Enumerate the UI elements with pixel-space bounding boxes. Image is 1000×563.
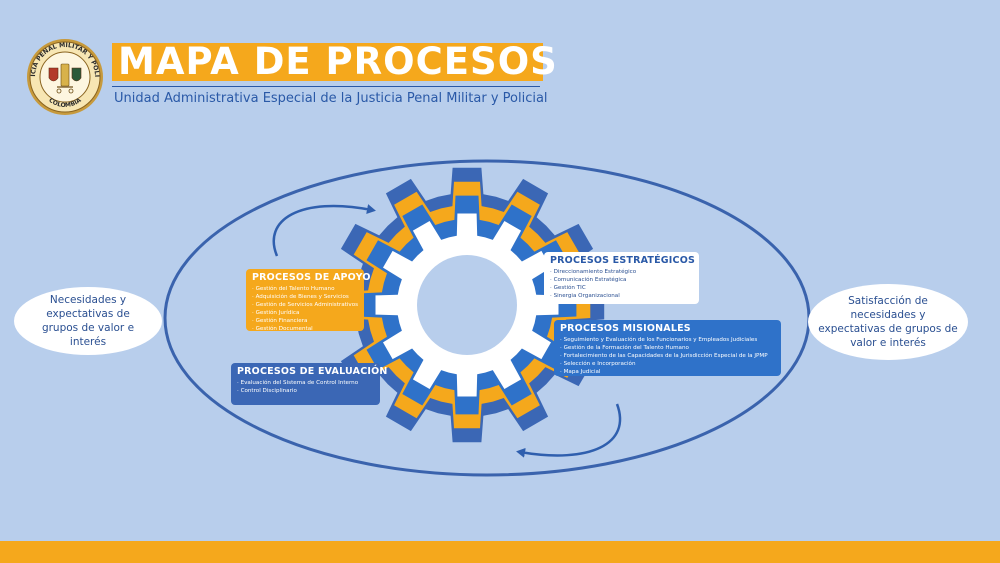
process-box-estrategicos: PROCESOS ESTRATÉGICOS Direccionamiento E… <box>544 252 699 304</box>
list-item: Gestión de Servicios Administrativos <box>252 301 358 309</box>
input-needs-oval: Necesidades y expectativas de grupos de … <box>14 287 162 355</box>
list-item: Control Disciplinario <box>237 387 374 395</box>
list-item: Mapa Judicial <box>560 368 775 376</box>
list-item: Gestión TIC <box>550 284 693 292</box>
output-satisfaction-oval: Satisfacción de necesidades y expectativ… <box>808 284 968 360</box>
process-box-apoyo: PROCESOS DE APOYO Gestión del Talento Hu… <box>246 269 371 333</box>
list-item: Fortalecimiento de las Capacidades de la… <box>560 352 775 360</box>
process-list-evaluacion: Evaluación del Sistema de Control Intern… <box>237 379 374 395</box>
list-item: Selección e Incorporación <box>560 360 775 368</box>
process-title-misionales: PROCESOS MISIONALES <box>560 323 691 334</box>
list-item: Gestión Documental <box>252 325 358 333</box>
output-satisfaction-text: Satisfacción de necesidades y expectativ… <box>818 295 958 349</box>
process-list-apoyo: Gestión del Talento Humano Adquisición d… <box>252 285 358 333</box>
gear-hub <box>417 255 517 355</box>
process-list-misionales: Seguimiento y Evaluación de los Funciona… <box>560 336 775 376</box>
title-divider <box>112 86 540 87</box>
cycle-arrow-bottom-icon <box>516 403 622 458</box>
list-item: Comunicación Estratégica <box>550 276 693 284</box>
list-item: Seguimiento y Evaluación de los Funciona… <box>560 336 775 344</box>
seal-logo: JUSTICIA PENAL MILITAR Y POLICIAL COLOMB… <box>26 38 103 115</box>
page-title: MAPA DE PROCESOS <box>118 40 558 83</box>
process-box-evaluacion: PROCESOS DE EVALUACIÓN Evaluación del Si… <box>231 363 388 405</box>
list-item: Adquisición de Bienes y Servicios <box>252 293 358 301</box>
list-item: Evaluación del Sistema de Control Intern… <box>237 379 374 387</box>
list-item: Gestión Jurídica <box>252 309 358 317</box>
list-item: Direccionamiento Estratégico <box>550 268 693 276</box>
footer-accent-bar <box>0 541 1000 563</box>
input-needs-text: Necesidades y expectativas de grupos de … <box>41 294 135 348</box>
list-item: Sinergia Organizacional <box>550 292 693 300</box>
process-list-estrategicos: Direccionamiento Estratégico Comunicació… <box>550 268 693 300</box>
cycle-arrow-top-icon <box>272 204 376 257</box>
page-subtitle: Unidad Administrativa Especial de la Jus… <box>114 91 548 106</box>
list-item: Gestión Financiera <box>252 317 358 325</box>
list-item: Gestión de la Formación del Talento Huma… <box>560 344 775 352</box>
process-box-misionales: PROCESOS MISIONALES Seguimiento y Evalua… <box>554 320 781 376</box>
process-title-estrategicos: PROCESOS ESTRATÉGICOS <box>550 255 696 266</box>
title-banner <box>112 43 543 81</box>
process-title-evaluacion: PROCESOS DE EVALUACIÓN <box>237 366 388 377</box>
process-title-apoyo: PROCESOS DE APOYO <box>252 272 371 283</box>
list-item: Gestión del Talento Humano <box>252 285 358 293</box>
